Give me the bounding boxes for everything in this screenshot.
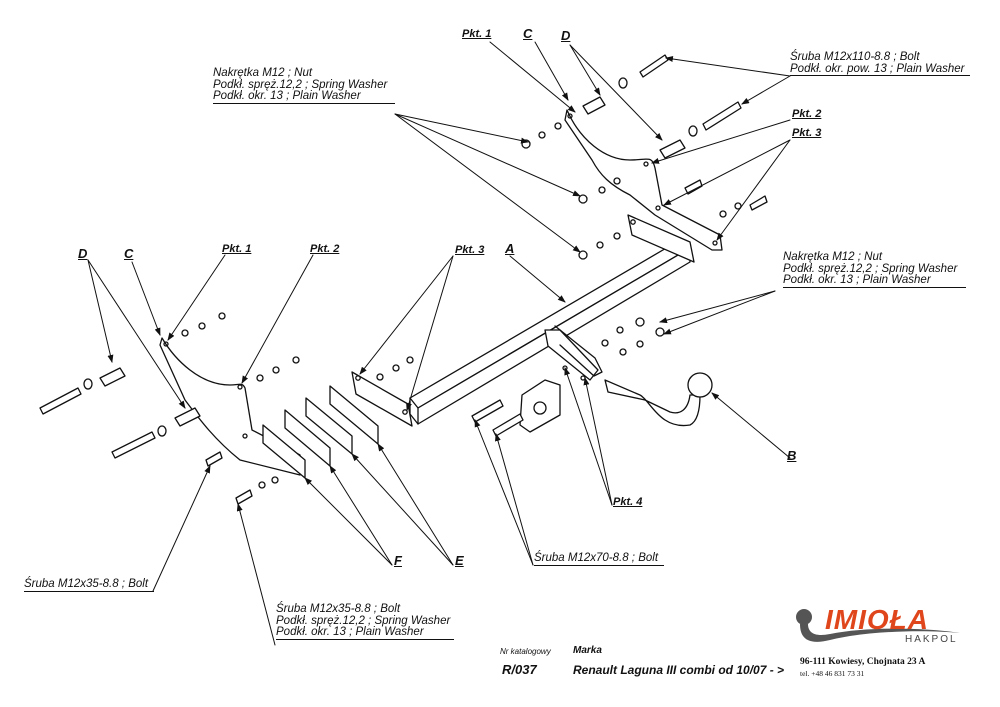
callout-line: Śruba M12x35-8.8 ; Bolt — [276, 603, 401, 615]
label-mid-pkt-3: Pkt. 3 — [455, 244, 485, 256]
label-top-pkt-1: Pkt. 1 — [462, 28, 492, 40]
crossbar-a — [351, 214, 695, 427]
company-address: 96-111 Kowiesy, Chojnata 23 A — [800, 657, 926, 667]
callout-line: Śruba M12x110-8.8 ; Bolt — [790, 51, 920, 63]
brand-logo-hook — [796, 609, 960, 642]
label-f: F — [394, 553, 402, 568]
brand-subtitle: HAKPOL — [905, 634, 958, 645]
callout-line: Podkł. spręż.12,2 ; Spring Washer — [213, 78, 388, 91]
label-top-d: D — [561, 28, 571, 43]
spacer-plates — [262, 385, 379, 479]
vehicle-model: Renault Laguna III combi od 10/07 - > — [573, 663, 785, 677]
callout-m70-bolt: Śruba M12x70-8.8 ; Bolt — [534, 552, 664, 566]
callout-top-left-nut: Nakrętka M12 ; Nut Podkł. spręż.12,2 ; S… — [213, 67, 395, 104]
callout-line: Podkł. okr. 13 ; Plain Washer — [783, 274, 931, 286]
callout-line: Podkł. okr. pow. 13 ; Plain Washer — [790, 62, 965, 75]
side-bracket-c-right — [564, 109, 723, 251]
label-left-pkt-2: Pkt. 2 — [310, 243, 340, 255]
leader-lines — [87, 41, 791, 646]
label-top-c: C — [523, 26, 533, 41]
callout-right-nut: Nakrętka M12 ; Nut Podkł. spręż.12,2 ; S… — [783, 251, 966, 288]
callout-line: Podkł. okr. 13 ; Plain Washer — [213, 90, 361, 102]
callout-top-right-bolt: Śruba M12x110-8.8 ; Bolt Podkł. okr. pow… — [790, 51, 970, 76]
callout-line: Nakrętka M12 ; Nut — [213, 67, 313, 79]
fasteners — [39, 54, 768, 505]
label-top-pkt-2: Pkt. 2 — [792, 108, 822, 120]
label-b: B — [787, 448, 797, 463]
callout-line: Podkł. spręż.12,2 ; Spring Washer — [783, 262, 958, 275]
label-pkt-4: Pkt. 4 — [613, 496, 643, 508]
callout-line: Śruba M12x35-8.8 ; Bolt — [24, 578, 149, 590]
callout-bottom-left-bolt: Śruba M12x35-8.8 ; Bolt — [24, 578, 154, 592]
callout-line: Podkł. spręż.12,2 ; Spring Washer — [276, 614, 451, 627]
brand-name: IMIOŁA — [825, 604, 929, 635]
callout-line: Nakrętka M12 ; Nut — [783, 251, 883, 263]
company-phone: tel. +48 46 831 73 31 — [800, 669, 865, 678]
label-a: A — [505, 241, 515, 256]
catalog-number-label: Nr katalogowy — [500, 647, 551, 656]
label-left-c: C — [124, 246, 134, 261]
callout-line: Śruba M12x70-8.8 ; Bolt — [534, 552, 659, 564]
socket-plate — [519, 379, 561, 433]
callout-bottom-mid-bolt: Śruba M12x35-8.8 ; Bolt Podkł. spręż.12,… — [276, 603, 454, 640]
label-left-d: D — [78, 246, 88, 261]
callout-line: Podkł. okr. 13 ; Plain Washer — [276, 626, 424, 638]
label-left-pkt-1: Pkt. 1 — [222, 243, 252, 255]
label-top-pkt-3: Pkt. 3 — [792, 127, 822, 139]
make-label: Marka — [573, 645, 602, 656]
catalog-number: R/037 — [502, 662, 537, 677]
label-e: E — [455, 553, 464, 568]
tow-ball-b — [604, 372, 713, 427]
